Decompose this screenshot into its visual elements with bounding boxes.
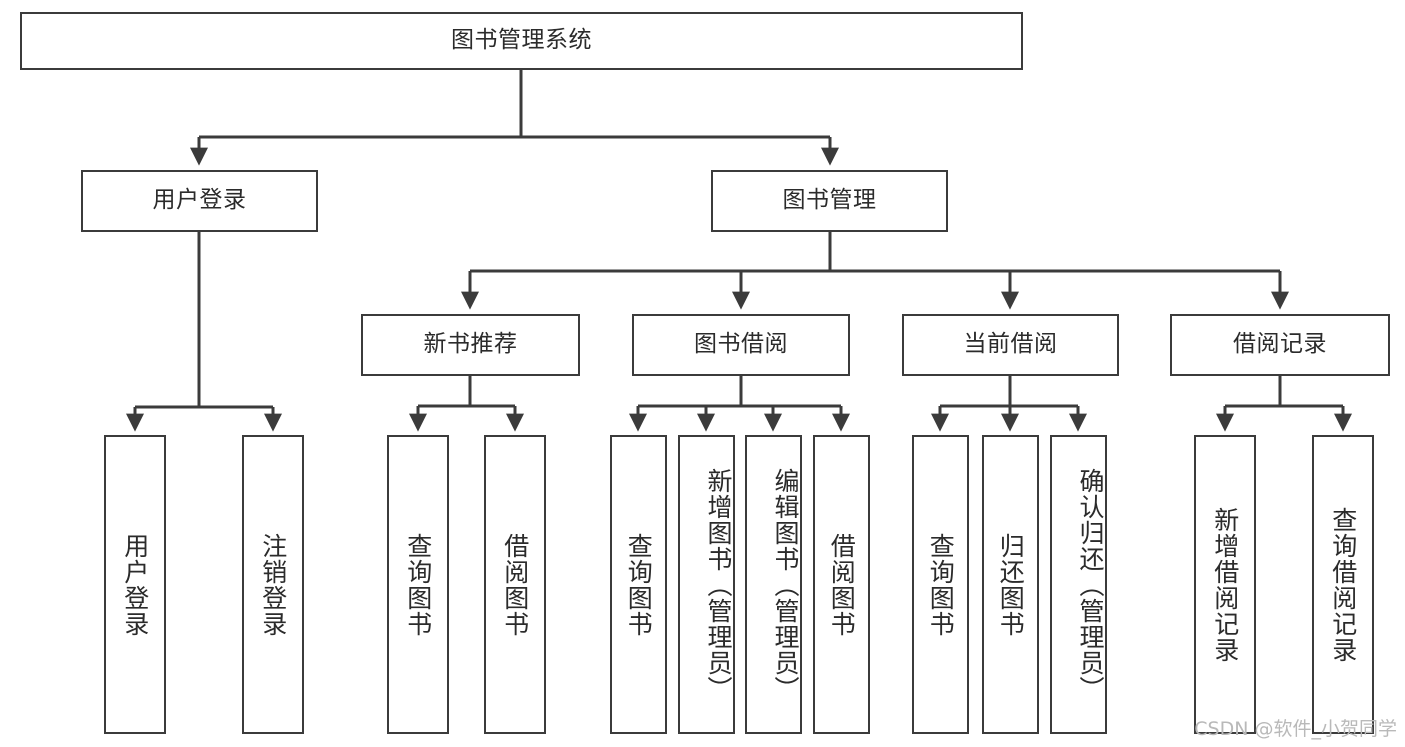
leaf-user-login[interactable]: 用户登录	[104, 435, 166, 734]
node-user-login[interactable]: 用户登录	[81, 170, 318, 232]
leaf-label: 编辑图书（管理员）	[771, 467, 800, 702]
leaf-query-book-newbook[interactable]: 查询图书	[387, 435, 449, 734]
leaf-borrow-book[interactable]: 借阅图书	[813, 435, 870, 734]
leaf-label: 新增图书（管理员）	[704, 467, 733, 702]
node-book-management-label: 图书管理	[782, 187, 877, 214]
leaf-return-book[interactable]: 归还图书	[982, 435, 1039, 734]
leaf-confirm-return-admin[interactable]: 确认归还（管理员）	[1050, 435, 1107, 734]
leaf-label: 用户登录	[120, 532, 150, 637]
node-book-borrow-label: 图书借阅	[694, 331, 788, 358]
leaf-borrow-book-newbook[interactable]: 借阅图书	[484, 435, 546, 734]
leaf-edit-book-admin[interactable]: 编辑图书（管理员）	[745, 435, 802, 734]
leaf-label: 确认归还（管理员）	[1076, 467, 1105, 702]
leaf-label: 新增借阅记录	[1210, 506, 1240, 663]
node-new-book-recommend-label: 新书推荐	[423, 331, 518, 358]
leaf-query-book-borrow[interactable]: 查询图书	[610, 435, 667, 734]
leaf-label: 查询图书	[624, 532, 654, 637]
leaf-label: 借阅图书	[827, 532, 857, 637]
leaf-logout[interactable]: 注销登录	[242, 435, 304, 734]
leaf-label: 借阅图书	[500, 532, 530, 637]
leaf-label: 查询图书	[926, 532, 956, 637]
leaf-label: 注销登录	[258, 532, 288, 637]
leaf-label: 查询图书	[403, 532, 433, 637]
node-current-borrow-label: 当前借阅	[963, 331, 1058, 358]
node-book-management[interactable]: 图书管理	[711, 170, 948, 232]
leaf-query-borrow-record[interactable]: 查询借阅记录	[1312, 435, 1374, 734]
node-new-book-recommend[interactable]: 新书推荐	[361, 314, 580, 376]
leaf-label: 查询借阅记录	[1328, 506, 1358, 663]
node-current-borrow[interactable]: 当前借阅	[902, 314, 1119, 376]
node-borrow-record[interactable]: 借阅记录	[1170, 314, 1390, 376]
node-book-borrow[interactable]: 图书借阅	[632, 314, 850, 376]
node-borrow-record-label: 借阅记录	[1233, 331, 1327, 358]
leaf-query-book-current[interactable]: 查询图书	[912, 435, 969, 734]
leaf-label: 归还图书	[996, 532, 1026, 637]
node-root[interactable]: 图书管理系统	[20, 12, 1023, 70]
node-root-label: 图书管理系统	[451, 27, 592, 54]
csdn-watermark: CSDN @软件_小贺同学	[1194, 718, 1397, 740]
leaf-add-book-admin[interactable]: 新增图书（管理员）	[678, 435, 735, 734]
leaf-add-borrow-record[interactable]: 新增借阅记录	[1194, 435, 1256, 734]
node-user-login-label: 用户登录	[152, 187, 247, 214]
